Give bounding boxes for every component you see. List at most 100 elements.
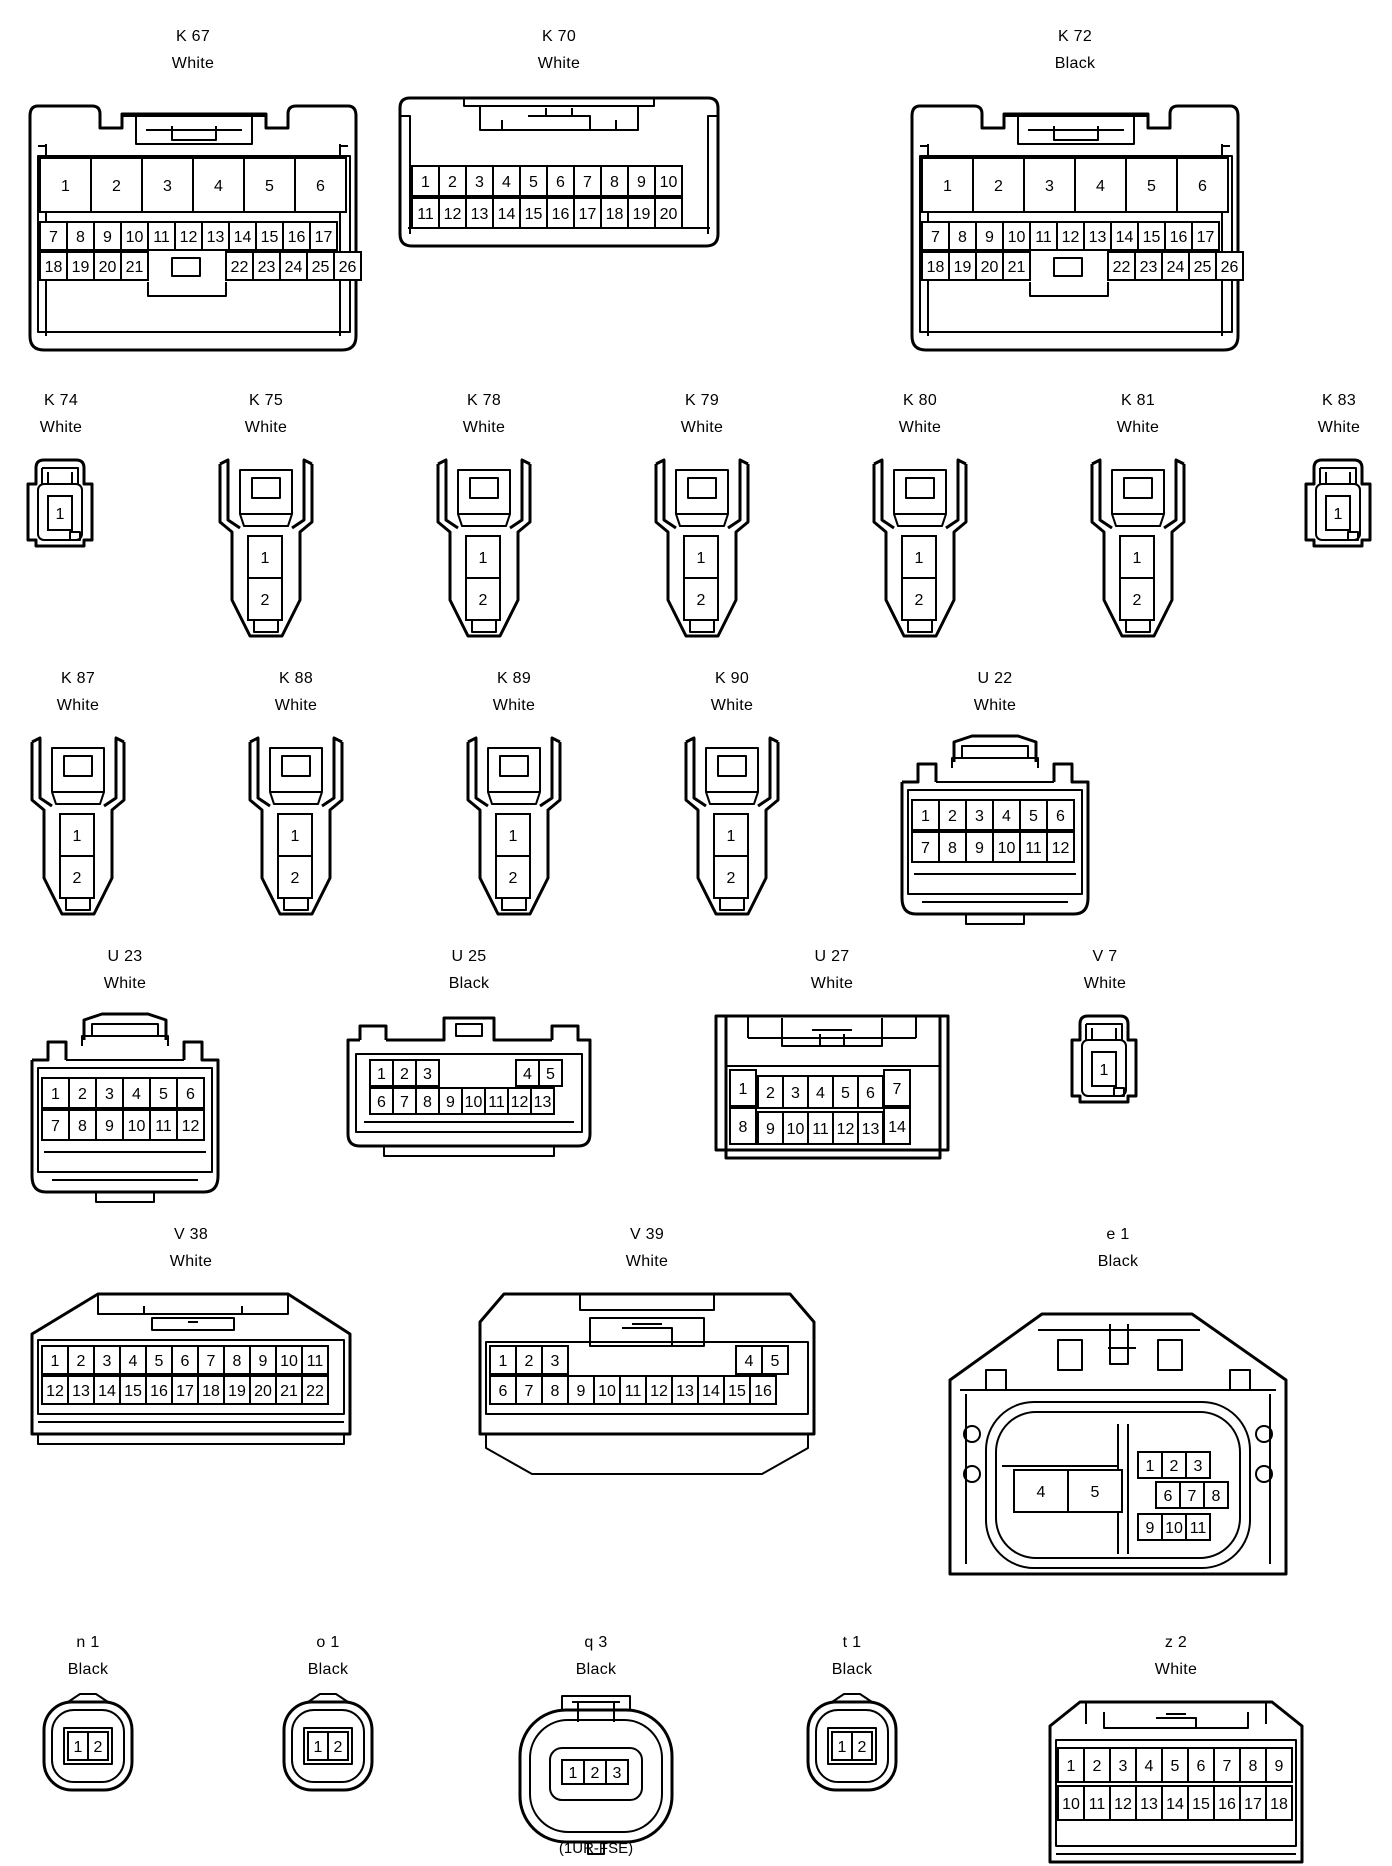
- pin-1: 1: [277, 813, 313, 857]
- pin-1: 1: [713, 813, 749, 857]
- pin-5: 5: [761, 1345, 789, 1375]
- pin-number: 13: [862, 1121, 880, 1138]
- pin-box: [294, 157, 347, 213]
- pin-number: 1: [838, 1739, 847, 1756]
- pin-2: 2: [59, 855, 95, 899]
- pin-number: 2: [858, 1739, 867, 1756]
- pin-number: 1: [261, 550, 270, 567]
- pin-box: [1187, 1747, 1215, 1783]
- pin-number: 2: [697, 592, 706, 609]
- pin-16: 16: [282, 221, 311, 251]
- pin-number: 10: [465, 1094, 483, 1111]
- pin-box: [147, 221, 176, 251]
- pin-22: 22: [1107, 251, 1136, 281]
- pin-number: 9: [1146, 1520, 1155, 1537]
- pin-box: [530, 1087, 555, 1115]
- pin-number: 2: [112, 178, 121, 195]
- pin-box: [723, 1375, 751, 1405]
- pin-number: 9: [985, 229, 994, 246]
- pin-number: 4: [1096, 178, 1105, 195]
- pin-2: 2: [90, 157, 143, 213]
- pin-box: [1164, 221, 1193, 251]
- pin-number: 12: [182, 1118, 200, 1135]
- pin-number: 4: [523, 1066, 532, 1083]
- pin-box: [120, 251, 149, 281]
- connector-color-label: White: [492, 697, 536, 714]
- pin-1: 1: [495, 813, 531, 857]
- pin-15: 15: [119, 1375, 147, 1405]
- pin-number: 1: [509, 828, 518, 845]
- pin-box: [225, 251, 254, 281]
- pin-number: 6: [181, 1353, 190, 1370]
- connector-color-label: White: [537, 55, 581, 72]
- connector-face: 12: [436, 458, 532, 638]
- pin-number: 11: [625, 1383, 642, 1400]
- pin-number: 2: [94, 1739, 103, 1756]
- pin-number: 17: [579, 206, 597, 223]
- pin-number: 5: [771, 1353, 780, 1370]
- pin-box: [605, 1759, 629, 1785]
- pin-number: 6: [1197, 1758, 1206, 1775]
- pin-1: 1: [1091, 1051, 1117, 1087]
- connector-face: 1: [26, 458, 94, 548]
- pin-number: 1: [479, 550, 488, 567]
- pin-number: 11: [155, 1118, 172, 1135]
- pin-box: [1179, 1481, 1205, 1509]
- pin-box: [95, 1077, 124, 1109]
- pin-number: 13: [1140, 1796, 1158, 1813]
- connector-id-label: K 83: [1321, 392, 1357, 409]
- pin-13: 13: [465, 197, 494, 229]
- pin-number: 1: [1133, 550, 1142, 567]
- pin-7: 7: [41, 1109, 70, 1141]
- connector-id-label: K 79: [684, 392, 720, 409]
- pin-2: 2: [495, 855, 531, 899]
- pin-box: [438, 165, 467, 197]
- pin-7: 7: [911, 831, 940, 863]
- pin-number: 3: [475, 174, 484, 191]
- pin-box: [851, 1731, 873, 1761]
- pin-number: 1: [377, 1066, 386, 1083]
- connector-color-label: Black: [831, 1661, 873, 1678]
- pin-number: 2: [291, 870, 300, 887]
- connector-id-label: K 90: [714, 670, 750, 687]
- pin-24: 24: [279, 251, 308, 281]
- pin-box: [1046, 831, 1075, 863]
- pin-box: [411, 165, 440, 197]
- pin-box: [39, 221, 68, 251]
- pin-box: [465, 165, 494, 197]
- pin-11: 11: [807, 1111, 834, 1145]
- connector-face: 12: [872, 458, 968, 638]
- pin-number: 21: [280, 1383, 298, 1400]
- pin-number: 9: [975, 840, 984, 857]
- pin-number: 1: [291, 828, 300, 845]
- pin-box: [645, 1375, 673, 1405]
- pin-box: [965, 799, 994, 831]
- pin-11: 11: [484, 1087, 509, 1115]
- pin-number: 4: [502, 174, 511, 191]
- pin-number: 26: [1221, 259, 1239, 276]
- pin-2: 2: [1083, 1747, 1111, 1783]
- pin-number: 12: [650, 1383, 668, 1400]
- pin-number: 10: [280, 1353, 298, 1370]
- pin-box: [1325, 495, 1351, 531]
- pin-7: 7: [197, 1345, 225, 1375]
- pin-2: 2: [757, 1075, 784, 1109]
- pin-box: [1067, 1469, 1123, 1513]
- pin-number: 1: [73, 828, 82, 845]
- pin-number: 1: [74, 1739, 83, 1756]
- pin-7: 7: [515, 1375, 543, 1405]
- pin-number: 8: [739, 1119, 748, 1136]
- pin-9: 9: [438, 1087, 463, 1115]
- pin-number: 8: [423, 1094, 432, 1111]
- pin-8: 8: [541, 1375, 569, 1405]
